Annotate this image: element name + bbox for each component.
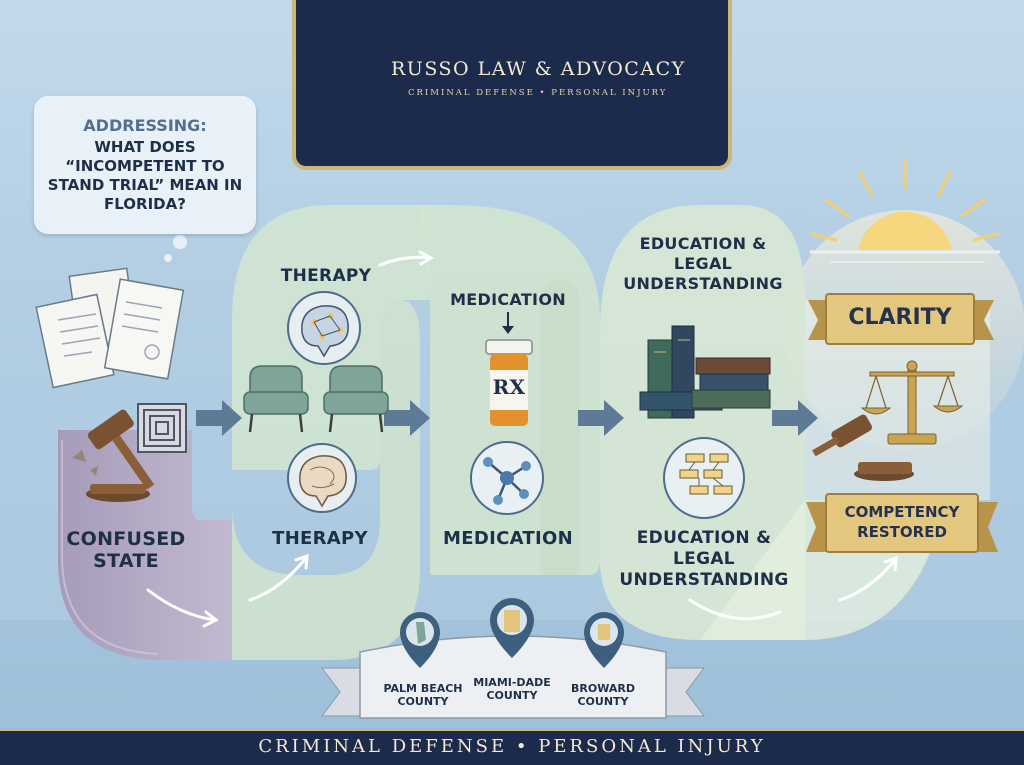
stage-education-top-label: EDUCATION & LEGAL UNDERSTANDING — [623, 234, 783, 293]
clarity-banner — [808, 293, 994, 345]
rx-label: RX — [492, 375, 526, 399]
maze-icon — [137, 403, 187, 453]
map-pin-icon — [584, 612, 624, 668]
callout-heading: ADDRESSING: — [83, 116, 207, 135]
map-pin-icon — [490, 598, 534, 658]
flowchart-icon — [663, 437, 745, 519]
stage-therapy-top-label: THERAPY — [280, 266, 372, 286]
stage-medication-bottom-label: MEDICATION — [443, 528, 573, 549]
callout-tail — [164, 235, 187, 262]
competency-restored-text: COMPETENCY RESTORED — [844, 503, 960, 541]
armchair-icon — [243, 365, 309, 433]
county-palm-beach: PALM BEACH COUNTY — [383, 682, 463, 708]
scales-of-justice-icon — [860, 360, 964, 445]
county-miami-dade: MIAMI-DADE COUNTY — [473, 676, 551, 702]
pill-bottle-icon — [485, 339, 533, 426]
medication-arrow-down — [502, 312, 514, 334]
footer-text: CRIMINAL DEFENSE • PERSONAL INJURY — [258, 736, 766, 757]
flow-arrows — [146, 250, 898, 628]
restored-banner — [806, 493, 998, 553]
stage-confused-label: CONFUSED STATE — [66, 528, 186, 572]
brain-icon — [287, 443, 357, 513]
brain-icon — [287, 291, 361, 365]
gavel-icon — [812, 414, 914, 481]
books-icon — [639, 325, 771, 419]
stage-therapy-bottom-label: THERAPY — [272, 528, 368, 549]
firm-tagline: CRIMINAL DEFENSE • PERSONAL INJURY — [408, 88, 668, 98]
header-panel: RUSSO LAW & ADVOCACY CRIMINAL DEFENSE • … — [292, 0, 732, 170]
molecule-icon — [470, 441, 544, 515]
footer-bar: CRIMINAL DEFENSE • PERSONAL INJURY — [0, 729, 1024, 765]
map-pin-icon — [400, 612, 440, 668]
county-broward: BROWARD COUNTY — [571, 682, 635, 708]
clarity-text: CLARITY — [848, 305, 952, 330]
gavel-icon — [86, 409, 155, 502]
documents-icon — [35, 267, 185, 389]
question-callout: ADDRESSING: WHAT DOES “INCOMPETENT TO ST… — [34, 96, 256, 234]
county-banner — [321, 635, 705, 719]
stage-education-bottom-label: EDUCATION & LEGAL UNDERSTANDING — [619, 528, 789, 590]
stage-arrows — [196, 400, 818, 436]
stage-medication-top-label: MEDICATION — [450, 290, 566, 309]
armchair-icon — [323, 365, 389, 433]
callout-question: WHAT DOES “INCOMPETENT TO STAND TRIAL” M… — [47, 138, 243, 213]
firm-name: RUSSO LAW & ADVOCACY — [391, 58, 686, 80]
